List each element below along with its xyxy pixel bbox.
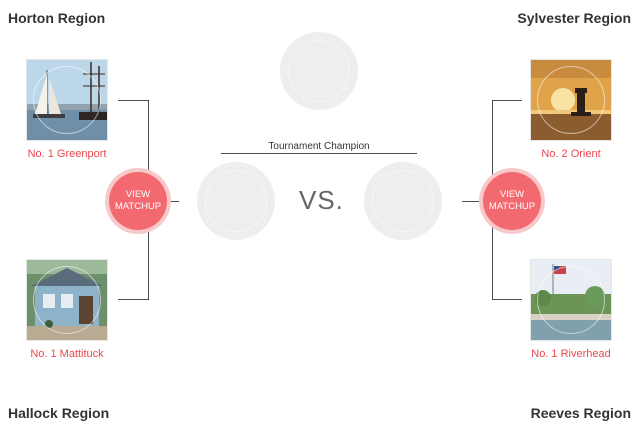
bracket-line bbox=[492, 100, 522, 101]
region-title-sylvester: Sylvester Region bbox=[517, 10, 631, 26]
seed-label-riverhead[interactable]: No. 1 Riverhead bbox=[531, 348, 611, 360]
champion-placeholder bbox=[280, 32, 358, 110]
photo-ring bbox=[33, 66, 101, 134]
bracket-line bbox=[118, 100, 148, 101]
bracket-line bbox=[462, 201, 484, 202]
seed-label-greenport[interactable]: No. 1 Greenport bbox=[27, 148, 107, 160]
view-matchup-label: VIEW MATCHUP bbox=[114, 189, 162, 212]
bracket-line bbox=[170, 201, 179, 202]
view-matchup-label: VIEW MATCHUP bbox=[488, 189, 536, 212]
tournament-champion-label: Tournament Champion bbox=[268, 141, 370, 152]
view-matchup-button-left[interactable]: VIEW MATCHUP bbox=[109, 172, 167, 230]
finalist-placeholder-left bbox=[197, 162, 275, 240]
seed-label-mattituck[interactable]: No. 1 Mattituck bbox=[30, 348, 104, 360]
mattituck-photo[interactable] bbox=[27, 260, 107, 340]
photo-ring bbox=[537, 266, 605, 334]
photo-ring bbox=[33, 266, 101, 334]
riverhead-photo[interactable] bbox=[531, 260, 611, 340]
seed-label-orient[interactable]: No. 2 Orient bbox=[541, 148, 601, 160]
bracket-line bbox=[118, 299, 148, 300]
champion-underline bbox=[221, 153, 417, 154]
region-title-hallock: Hallock Region bbox=[8, 405, 110, 421]
region-title-reeves: Reeves Region bbox=[530, 405, 631, 421]
finalist-placeholder-right bbox=[364, 162, 442, 240]
bracket-line bbox=[492, 299, 522, 300]
photo-ring bbox=[537, 66, 605, 134]
vs-text: VS. bbox=[299, 185, 344, 215]
orient-photo[interactable] bbox=[531, 60, 611, 140]
region-title-horton: Horton Region bbox=[8, 10, 106, 26]
greenport-photo[interactable] bbox=[27, 60, 107, 140]
view-matchup-button-right[interactable]: VIEW MATCHUP bbox=[483, 172, 541, 230]
